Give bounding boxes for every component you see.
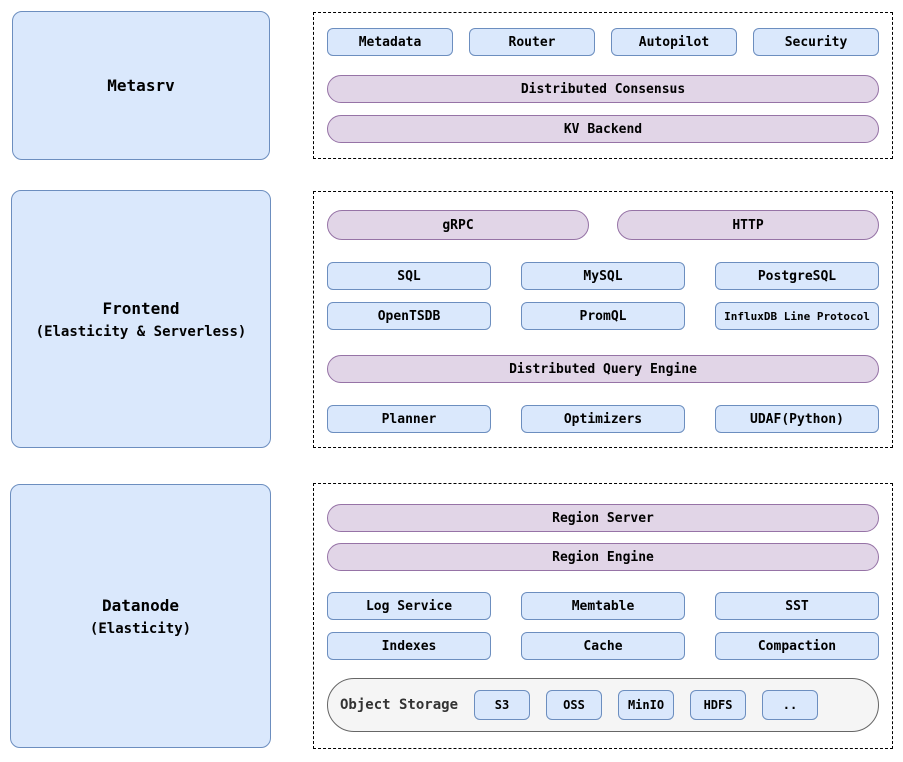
frontend-query-components-row: Planner Optimizers UDAF(Python) [327, 405, 879, 433]
datanode-subtitle: (Elasticity) [89, 620, 192, 637]
datanode-components-row2: Indexes Cache Compaction [327, 632, 879, 660]
datanode-box: Datanode (Elasticity) [10, 484, 271, 748]
planner-box: Planner [327, 405, 491, 433]
minio-box: MinIO [618, 690, 675, 720]
other-backends-box: .. [762, 690, 819, 720]
object-storage-label: Object Storage [340, 697, 459, 713]
security-box: Security [753, 28, 879, 56]
postgresql-box: PostgreSQL [715, 262, 879, 290]
metasrv-panel: Metadata Router Autopilot Security Distr… [313, 12, 893, 159]
log-service-box: Log Service [327, 592, 491, 620]
frontend-protocols-row1: SQL MySQL PostgreSQL [327, 262, 879, 290]
indexes-box: Indexes [327, 632, 491, 660]
grpc-pill: gRPC [327, 210, 589, 240]
memtable-box: Memtable [521, 592, 685, 620]
router-box: Router [469, 28, 595, 56]
frontend-subtitle: (Elasticity & Serverless) [35, 323, 247, 340]
frontend-box: Frontend (Elasticity & Serverless) [11, 190, 271, 448]
influxdb-line-protocol-box: InfluxDB Line Protocol [715, 302, 879, 330]
region-server-pill: Region Server [327, 504, 879, 532]
optimizers-box: Optimizers [521, 405, 685, 433]
distributed-consensus-pill: Distributed Consensus [327, 75, 879, 103]
region-engine-pill: Region Engine [327, 543, 879, 571]
autopilot-box: Autopilot [611, 28, 737, 56]
distributed-query-engine-pill: Distributed Query Engine [327, 355, 879, 383]
metadata-box: Metadata [327, 28, 453, 56]
metasrv-box: Metasrv [12, 11, 270, 160]
object-storage-capsule: Object Storage S3 OSS MinIO HDFS .. [327, 678, 879, 732]
s3-box: S3 [474, 690, 531, 720]
mysql-box: MySQL [521, 262, 685, 290]
hdfs-box: HDFS [690, 690, 747, 720]
opentsdb-box: OpenTSDB [327, 302, 491, 330]
udaf-python-box: UDAF(Python) [715, 405, 879, 433]
http-pill: HTTP [617, 210, 879, 240]
kv-backend-pill: KV Backend [327, 115, 879, 143]
frontend-protocols-row2: OpenTSDB PromQL InfluxDB Line Protocol [327, 302, 879, 330]
frontend-panel: gRPC HTTP SQL MySQL PostgreSQL OpenTSDB … [313, 191, 893, 448]
frontend-transport-row: gRPC HTTP [327, 210, 879, 240]
sql-box: SQL [327, 262, 491, 290]
compaction-box: Compaction [715, 632, 879, 660]
datanode-title: Datanode [101, 595, 180, 615]
datanode-components-row1: Log Service Memtable SST [327, 592, 879, 620]
cache-box: Cache [521, 632, 685, 660]
metasrv-services-row: Metadata Router Autopilot Security [327, 28, 879, 56]
metasrv-title: Metasrv [107, 76, 175, 95]
oss-box: OSS [546, 690, 603, 720]
sst-box: SST [715, 592, 879, 620]
datanode-panel: Region Server Region Engine Log Service … [313, 483, 893, 749]
promql-box: PromQL [521, 302, 685, 330]
frontend-title: Frontend [102, 298, 180, 318]
